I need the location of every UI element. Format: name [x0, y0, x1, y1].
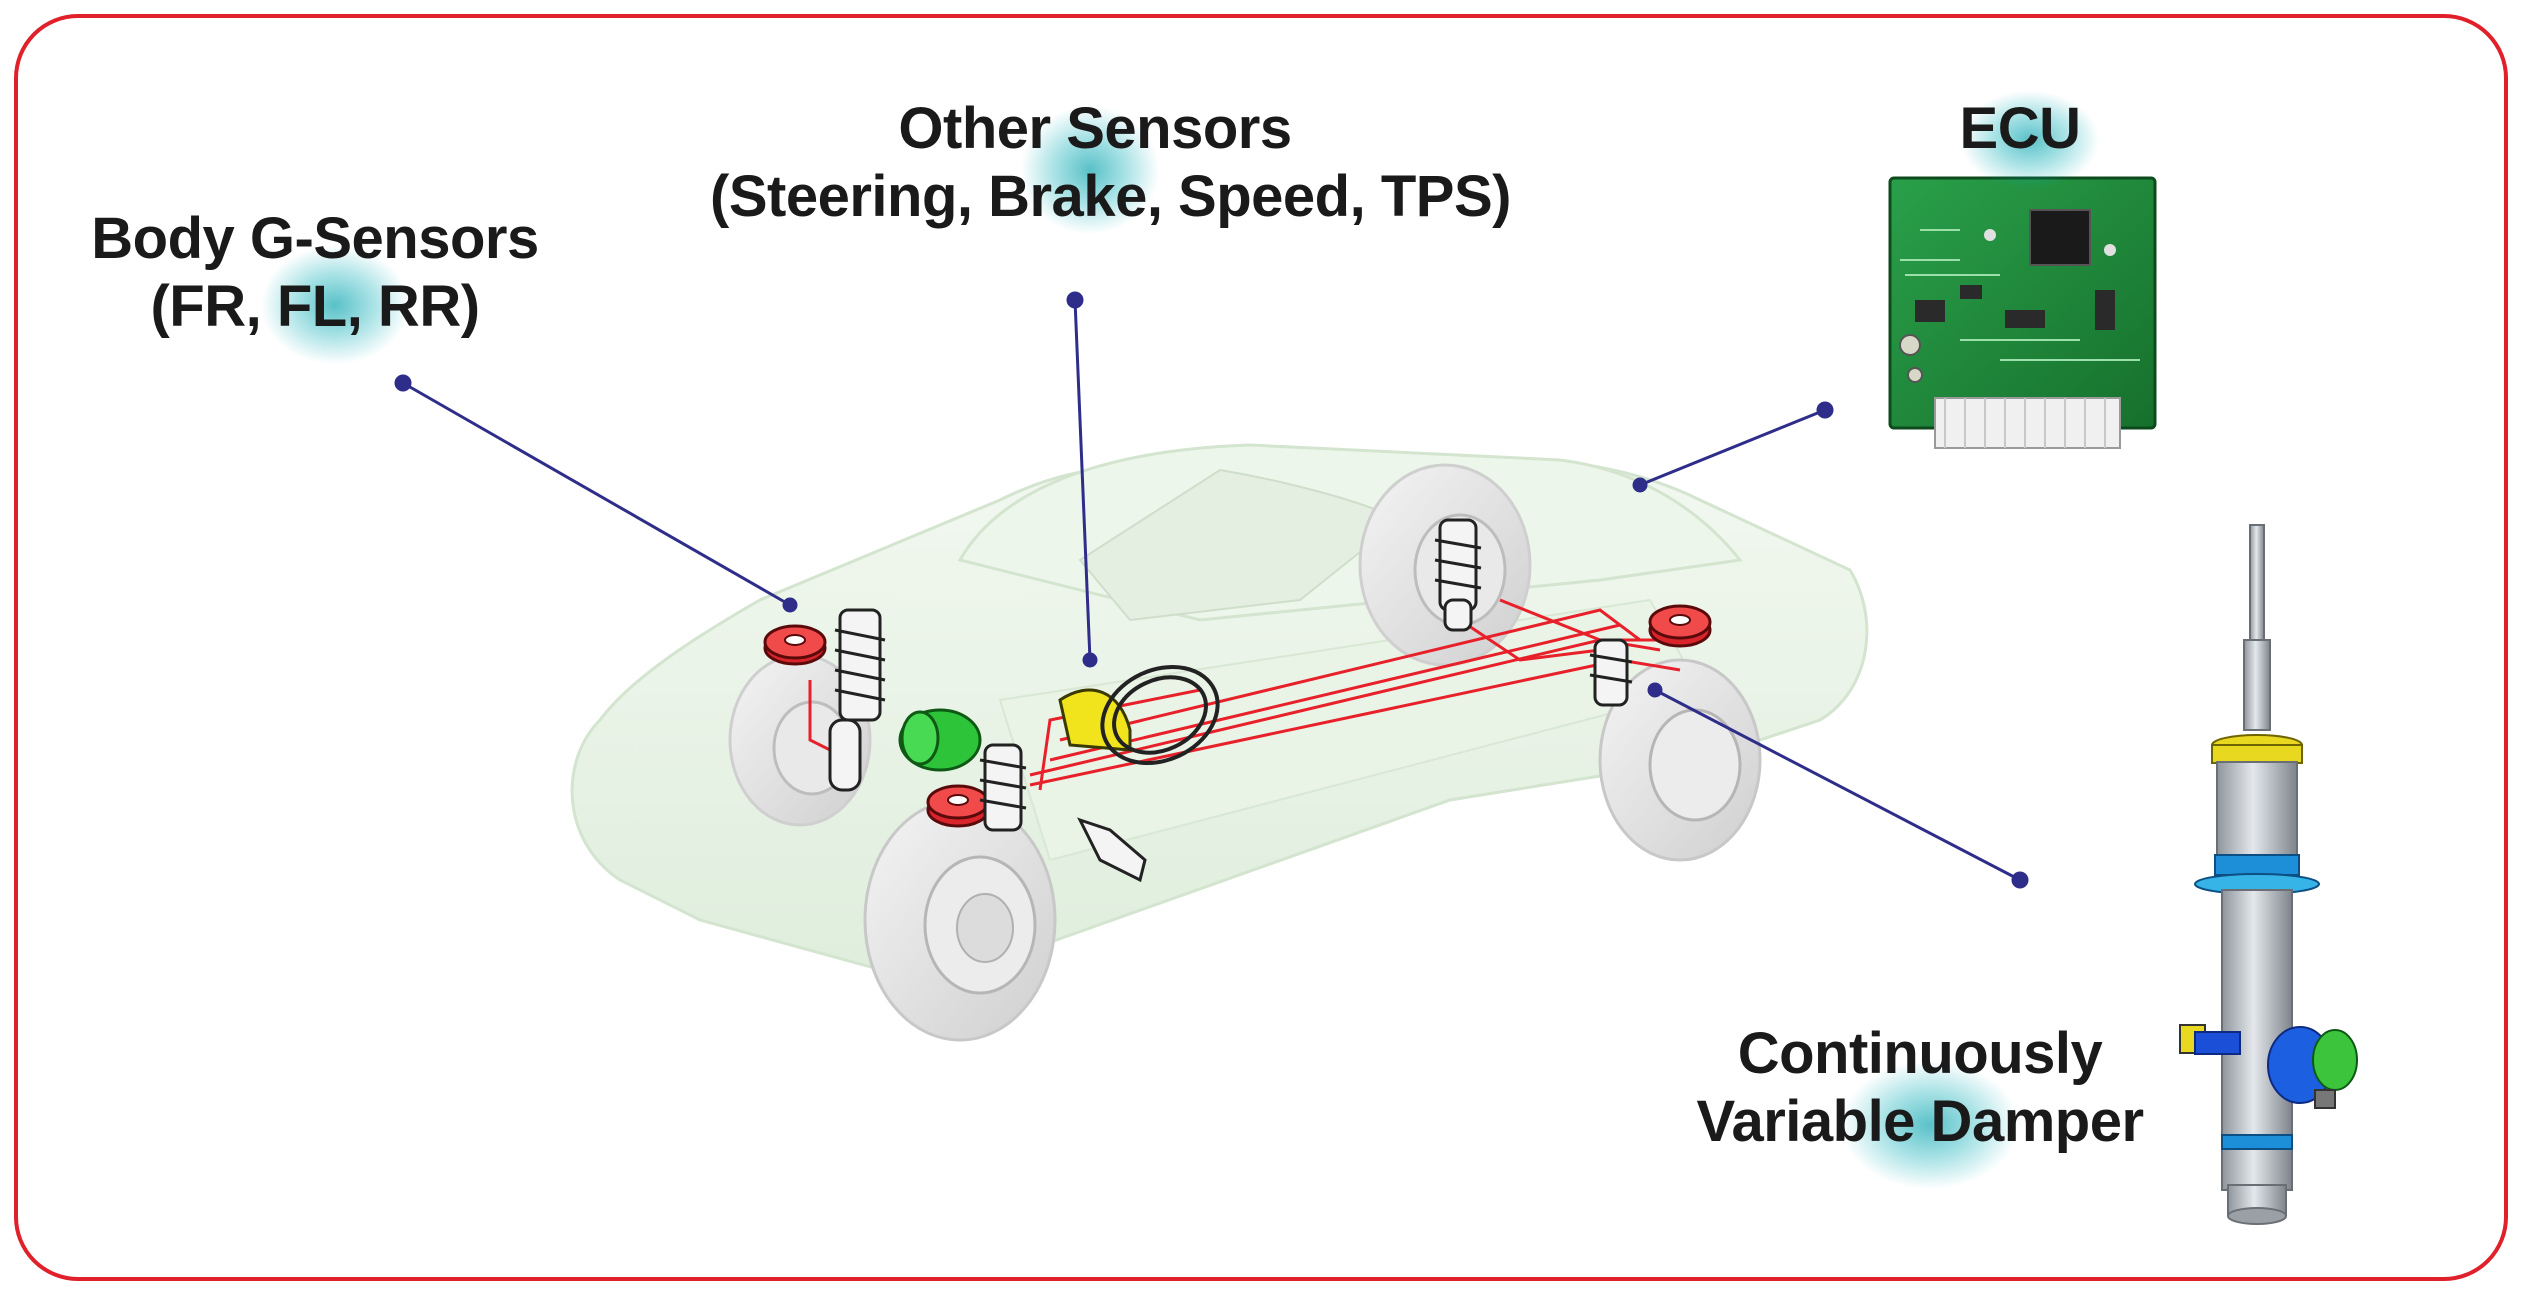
other-sensors-subtitle: (Steering, Brake, Speed, TPS) — [710, 164, 1511, 230]
strut-front-right — [979, 743, 1027, 832]
damper-image — [2179, 524, 2358, 1225]
car-illustration — [570, 443, 1869, 1042]
g-sensor-fl — [763, 624, 827, 666]
speed-sensor-green — [898, 708, 982, 772]
other-sensors-label: Other Sensors (Steering, Brake, Speed, T… — [710, 95, 1511, 232]
pedal — [1077, 817, 1147, 883]
steering-wheel — [1100, 664, 1220, 766]
body-g-sensors-title: Body G-Sensors — [91, 206, 539, 271]
body-g-sensors-subtitle: (FR, FL, RR) — [150, 274, 480, 340]
ecu-board-image — [1888, 176, 2157, 449]
strut-rear-left — [1434, 518, 1482, 632]
damper-label: Continuously Variable Damper — [1640, 1020, 2200, 1157]
ecu-label: ECU — [1959, 96, 2081, 161]
g-sensor-rr — [1648, 604, 1712, 648]
damper-subtitle: Variable Damper — [1696, 1089, 2144, 1155]
strut-rear-right — [1589, 638, 1633, 707]
body-g-sensors-label: Body G-Sensors (FR, FL, RR) — [80, 205, 550, 342]
leader-lines — [394, 291, 2029, 889]
g-sensor-fr — [926, 784, 990, 828]
damper-title: Continuously — [1737, 1021, 2103, 1086]
strut-front-left — [828, 608, 886, 792]
other-sensors-title: Other Sensors — [898, 96, 1292, 161]
